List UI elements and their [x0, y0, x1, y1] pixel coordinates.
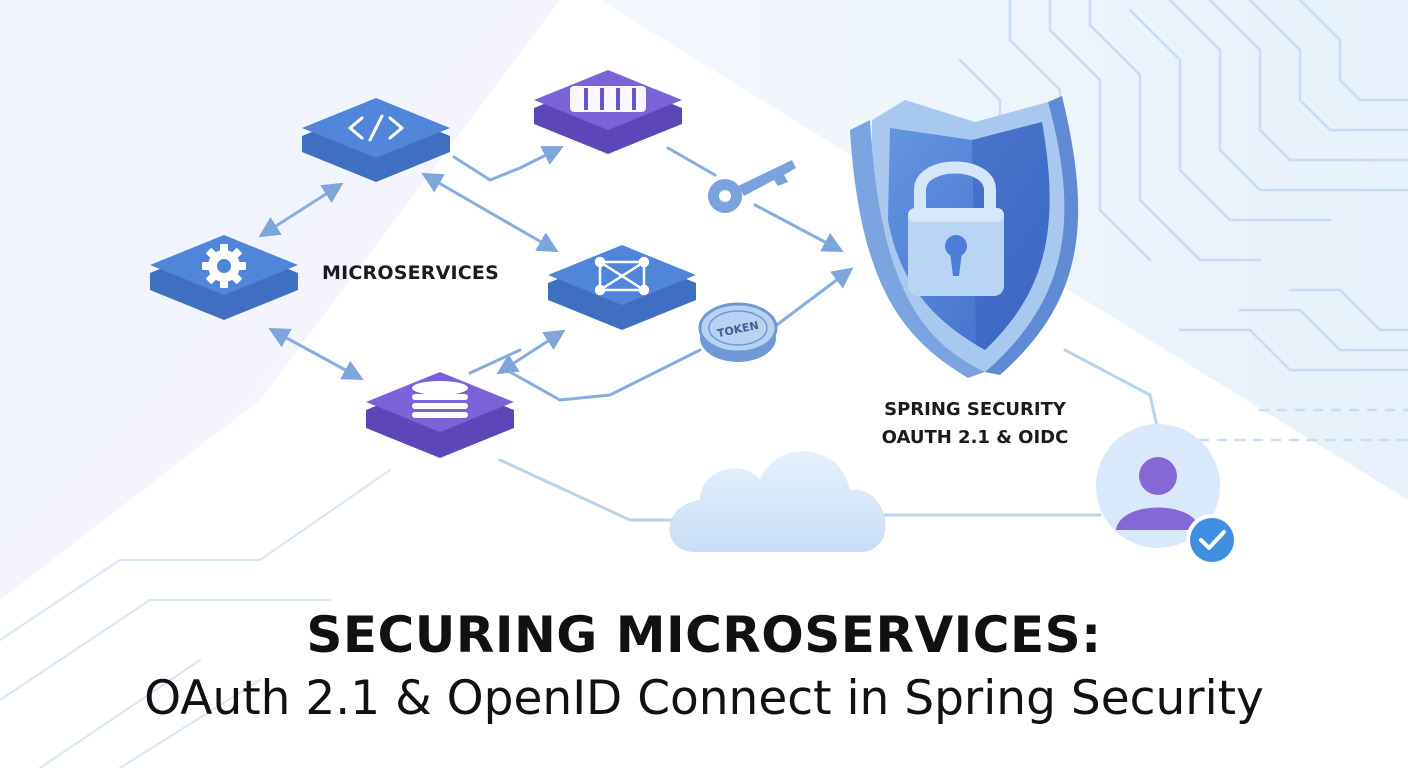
connectors: [258, 146, 1162, 522]
cloud-icon: [669, 451, 886, 552]
network-hub-icon: [594, 256, 650, 296]
key-icon: [708, 160, 796, 213]
circuit-traces: [958, 0, 1408, 442]
database-icon: [412, 381, 468, 418]
api-gateway-node: [302, 98, 450, 182]
title-line-1: SECURING MICROSERVICES:: [306, 606, 1102, 664]
spring-security-label-line2: OAUTH 2.1 & OIDC: [881, 427, 1069, 448]
database-node: [366, 372, 514, 458]
code-brackets-icon: [348, 114, 404, 142]
verified-user-icon: [1096, 424, 1238, 566]
gear-icon: [202, 244, 246, 288]
page-title: SECURING MICROSERVICES: OAuth 2.1 & Open…: [0, 604, 1408, 732]
server-rack-node: [534, 70, 682, 154]
token-coin-icon: TOKEN: [698, 302, 778, 362]
title-line-2: OAuth 2.1 & OpenID Connect in Spring Sec…: [144, 671, 1264, 726]
circuit-traces-lower: [0, 469, 391, 768]
microservices-label: MICROSERVICES: [322, 262, 499, 284]
server-rack-icon: [570, 86, 646, 112]
spring-security-label: SPRING SECURITY OAUTH 2.1 & OIDC: [860, 396, 1090, 452]
spring-security-label-line1: SPRING SECURITY: [884, 399, 1066, 420]
shield-lock-icon: [850, 96, 1079, 378]
network-hub-node: [548, 245, 696, 330]
config-service-node: [150, 235, 298, 320]
